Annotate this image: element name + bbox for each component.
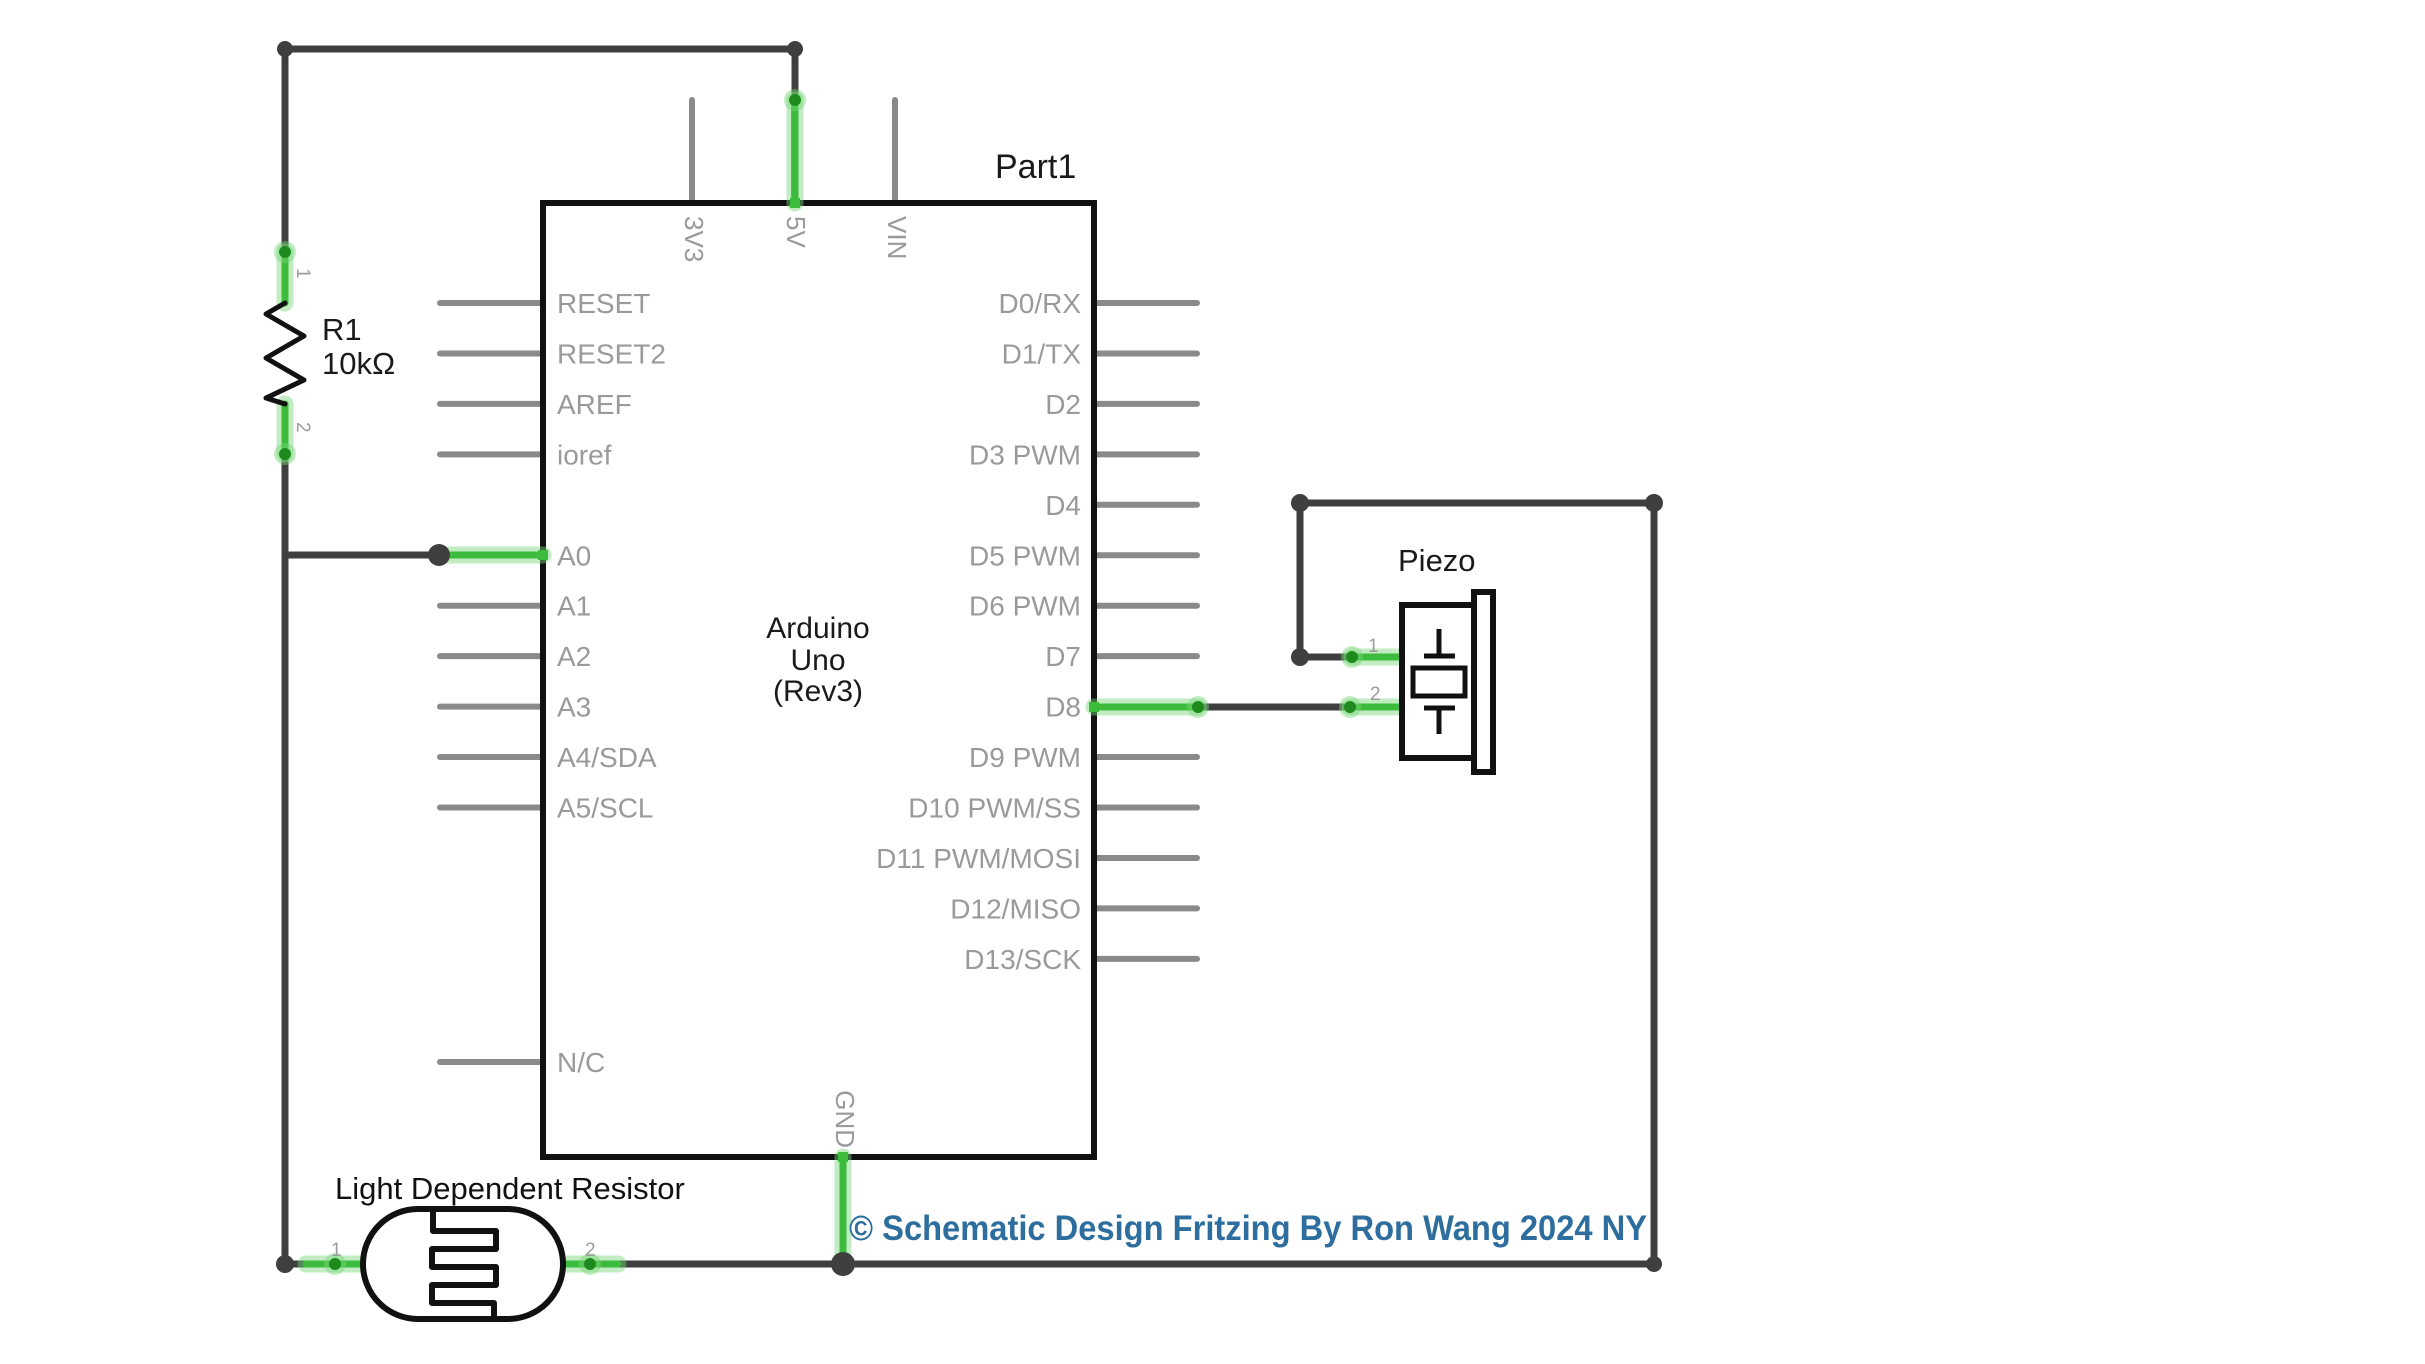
pin-right-label-10: D10 PWM/SS	[908, 793, 1081, 824]
green-dot-ldr1[interactable]	[329, 1258, 341, 1270]
ldr-label: Light Dependent Resistor	[335, 1171, 685, 1206]
pin-right-label-5: D5 PWM	[969, 540, 1081, 571]
pin-right-label-6: D6 PWM	[969, 591, 1081, 622]
junction-dot-gnd[interactable]	[831, 1252, 855, 1276]
pin-left-label-3: ioref	[557, 439, 612, 470]
arduino-board-outline[interactable]	[540, 200, 1097, 1160]
pin-right-label-4: D4	[1045, 490, 1081, 521]
resistor-r1-symbol[interactable]	[263, 300, 307, 407]
junction-dot-bottom-right[interactable]	[1646, 1256, 1662, 1272]
pin-left-label-2: AREF	[557, 389, 632, 420]
green-nub-a0	[538, 550, 548, 560]
pin-top-label-0: 3V3	[679, 216, 709, 262]
highlight-layer	[274, 89, 1411, 1275]
ldr-pin1-number: 1	[331, 1240, 342, 1261]
pin-left-label-0: RESET	[557, 288, 650, 319]
green-nub-5v	[790, 198, 800, 208]
resistor-zigzag-icon[interactable]	[263, 300, 307, 407]
pin-left-label-4: A0	[557, 540, 591, 571]
pin-right-label-9: D9 PWM	[969, 742, 1081, 773]
ldr-meander-icon	[429, 1208, 499, 1320]
pin-right-label-11: D11 PWM/MOSI	[876, 843, 1081, 874]
board-name-line1: Arduino	[766, 612, 869, 645]
junction-dot-ldr-corner[interactable]	[276, 1255, 294, 1273]
green-dot-5v[interactable]	[789, 94, 801, 106]
piezo-pin2-number: 2	[1370, 684, 1381, 705]
green-dot-r1-pin2[interactable]	[279, 448, 291, 460]
pin-left-label-8: A4/SDA	[557, 742, 657, 773]
resistor-value-label: 10kΩ	[322, 346, 395, 381]
part-reference-label: Part1	[995, 148, 1076, 186]
pin-left-label-5: A1	[557, 591, 591, 622]
pin-right-label-8: D8	[1045, 692, 1081, 723]
credit-text: © Schematic Design Fritzing By Ron Wang …	[849, 1209, 1647, 1248]
pin-top-label-2: VIN	[882, 216, 912, 259]
board-name-line2: Uno	[790, 644, 845, 677]
pin-left-label-nc: N/C	[557, 1047, 605, 1078]
junction-dot-piezo-tl[interactable]	[1291, 494, 1309, 512]
junction-dot-piezo-bend[interactable]	[1291, 648, 1309, 666]
junction-dot-5v-top[interactable]	[787, 41, 803, 57]
resistor-pin2-number: 2	[292, 422, 313, 433]
pin-right-label-2: D2	[1045, 389, 1081, 420]
resistor-designator-label: R1	[322, 312, 362, 347]
pin-right-label-13: D13/SCK	[964, 944, 1081, 975]
piezo-symbol[interactable]	[1399, 589, 1496, 775]
pin-right-label-3: D3 PWM	[969, 439, 1081, 470]
piezo-disc-icon[interactable]	[1471, 589, 1496, 775]
pin-left-label-9: A5/SCL	[557, 793, 654, 824]
board-name-line3: (Rev3)	[773, 675, 863, 708]
pin-right-label-7: D7	[1045, 641, 1081, 672]
pin-right-label-1: D1/TX	[1002, 338, 1082, 369]
green-nub-d8	[1089, 702, 1099, 712]
ldr-symbol[interactable]	[360, 1206, 566, 1322]
pin-right-label-12: D12/MISO	[950, 893, 1081, 924]
pin-right-label-0: D0/RX	[999, 288, 1082, 319]
pin-top-label-1: 5V	[781, 216, 811, 248]
green-dot-piezo2[interactable]	[1344, 701, 1356, 713]
green-dot-ldr2[interactable]	[584, 1258, 596, 1270]
green-nub-gnd	[838, 1152, 848, 1162]
ldr-pin2-number: 2	[585, 1240, 596, 1261]
piezo-label: Piezo	[1398, 543, 1476, 578]
piezo-crystal-icon	[1410, 665, 1468, 699]
junction-dot-a0[interactable]	[428, 544, 450, 566]
pin-left-label-1: RESET2	[557, 338, 666, 369]
piezo-pin1-number: 1	[1368, 636, 1379, 657]
junction-dot-piezo-tr[interactable]	[1645, 494, 1663, 512]
pin-left-label-7: A3	[557, 692, 591, 723]
green-dot-r1-pin1[interactable]	[279, 246, 291, 258]
resistor-pin1-number: 1	[292, 268, 313, 279]
junction-dots-layer	[276, 41, 1663, 1276]
junction-dot-top-left[interactable]	[277, 41, 293, 57]
pin-left-label-6: A2	[557, 641, 591, 672]
pin-bottom-label-gnd: GND	[830, 1090, 860, 1148]
green-dot-piezo1[interactable]	[1346, 651, 1358, 663]
green-dot-d8[interactable]	[1192, 701, 1204, 713]
